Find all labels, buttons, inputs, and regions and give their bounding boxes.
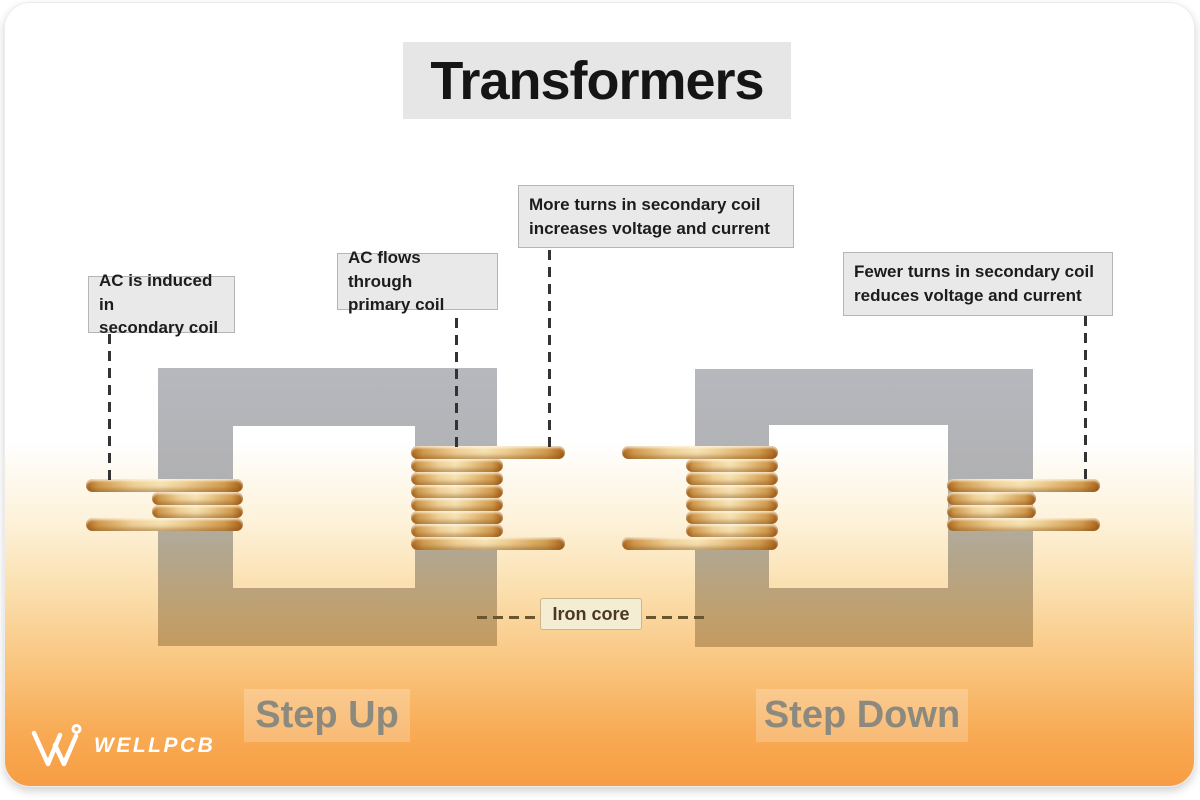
coil-turn — [686, 511, 778, 524]
coil-turn — [686, 459, 778, 472]
callout-ac-induced: AC is induced in secondary coil — [88, 271, 235, 337]
brand-logo: WELLPCB — [30, 720, 215, 772]
step-down-label: Step Down — [756, 689, 968, 742]
coil-turn — [411, 459, 503, 472]
coil-lead — [947, 479, 1100, 492]
callout-text-line: primary coil — [348, 295, 445, 315]
step-down-core — [695, 369, 1033, 647]
coil-lead — [86, 479, 243, 492]
iron-core-line-right — [646, 616, 708, 619]
page-title: Transformers — [430, 50, 764, 111]
step-down-right-coil — [947, 479, 1100, 531]
coil-lead — [622, 537, 778, 550]
coil-turn — [411, 524, 503, 537]
callout-text-line: AC flows through — [348, 247, 421, 291]
coil-turn — [686, 498, 778, 511]
callout-text-line: Fewer turns in secondary coil — [854, 262, 1094, 282]
callout-line-more-turns — [548, 250, 551, 453]
title-box: Transformers — [403, 42, 791, 119]
iron-core-label: Iron core — [540, 598, 642, 630]
step-down-text: Step Down — [763, 694, 961, 736]
step-up-text: Step Up — [255, 694, 399, 736]
coil-lead — [86, 518, 243, 531]
coil-turn — [411, 511, 503, 524]
callout-text-line: AC is induced in — [99, 270, 213, 314]
brand-wordmark: WELLPCB — [94, 734, 216, 757]
callout-line-secondary-induced — [108, 334, 111, 482]
callout-line-primary-flow — [455, 318, 458, 454]
callout-ac-flows: AC flows through primary coil — [337, 248, 498, 314]
coil-lead — [622, 446, 778, 459]
coil-turn — [411, 485, 503, 498]
callout-text-line: secondary coil — [99, 318, 219, 338]
coil-turn — [152, 505, 243, 518]
coil-turn — [411, 472, 503, 485]
wellpcb-w-icon — [31, 724, 82, 767]
callout-fewer-turns: Fewer turns in secondary coil reduces vo… — [843, 252, 1113, 316]
callout-text-line: More turns in secondary coil — [529, 194, 761, 214]
coil-lead — [947, 518, 1100, 531]
coil-turn — [947, 505, 1036, 518]
step-up-right-coil — [411, 446, 565, 550]
step-down-left-coil — [622, 446, 778, 550]
coil-lead — [411, 446, 565, 459]
coil-turn — [686, 524, 778, 537]
coil-turn — [686, 472, 778, 485]
coil-turn — [686, 485, 778, 498]
callout-line-fewer-turns — [1084, 316, 1087, 486]
callout-text-line: reduces voltage and current — [854, 286, 1082, 305]
iron-core-line-left — [477, 616, 538, 619]
step-up-label: Step Up — [244, 689, 410, 742]
step-up-left-coil — [86, 479, 243, 531]
coil-turn — [152, 492, 243, 505]
coil-turn — [411, 498, 503, 511]
callout-more-turns: More turns in secondary coil increases v… — [518, 185, 794, 248]
callout-text-line: increases voltage and current — [529, 218, 770, 238]
iron-core-label-text: Iron core — [552, 603, 630, 624]
coil-lead — [411, 537, 565, 550]
coil-turn — [947, 492, 1036, 505]
